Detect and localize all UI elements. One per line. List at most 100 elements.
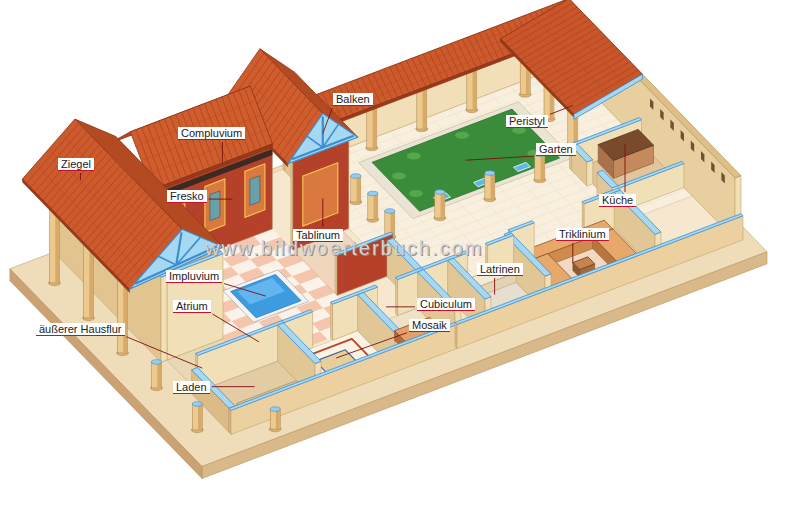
fresco-panel: [205, 179, 225, 233]
garden-bush: [392, 173, 406, 180]
leader-line: [494, 278, 495, 295]
roof-tile-row: [36, 164, 143, 274]
callout-box: Mosaik: [409, 315, 450, 333]
callout-box: äußerer Hausflur: [36, 319, 125, 337]
callout-box: Garten: [536, 139, 576, 157]
roof-tile-row: [535, 19, 608, 95]
column-shaft: [351, 176, 361, 202]
wall-window: [691, 141, 694, 153]
roof-beam: [307, 136, 323, 147]
wall-window: [670, 120, 673, 132]
outer-wall-face: [457, 216, 743, 349]
outer-wall-top: [229, 322, 457, 410]
watermark: www.bildwoerterbuch.com: [205, 238, 483, 258]
leader-line: [386, 306, 415, 307]
column-top: [152, 360, 162, 365]
column-shaft: [368, 194, 378, 220]
leader-line: [625, 144, 626, 192]
column-shade: [276, 409, 280, 429]
roof-eave: [22, 179, 129, 292]
callout-box: Impluvium: [166, 266, 222, 284]
callout-label: Latrinen: [477, 263, 523, 276]
callout-box: Küche: [599, 190, 636, 208]
wall-top: [597, 170, 618, 188]
pool-rim: [223, 270, 309, 322]
outer-wall-side: [455, 322, 457, 348]
leader-line: [466, 156, 534, 160]
wall-top: [196, 321, 284, 356]
roof-beam: [158, 256, 176, 265]
leader-line: [209, 199, 233, 200]
roof: [501, 0, 643, 114]
column-shaft: [435, 192, 445, 218]
roof-cut: [574, 74, 643, 119]
watermark-box: www.bildwoerterbuch.com: [205, 238, 483, 259]
column-top: [351, 174, 361, 179]
outer-wall-top: [455, 214, 743, 325]
callout-label: Laden: [173, 381, 210, 394]
pool-water: [231, 274, 302, 317]
roof-tile-row: [62, 134, 169, 244]
leader-line: [323, 108, 333, 134]
column-top: [485, 171, 495, 176]
wall-top: [358, 292, 401, 333]
fresco-picture: [250, 176, 260, 206]
wall-face: [587, 160, 593, 186]
callout-box: Latrinen: [477, 259, 523, 277]
callout-label: Peristyl: [506, 115, 548, 128]
pool-highlight: [237, 278, 285, 304]
garden-bush: [455, 132, 469, 139]
column-shaft: [485, 173, 495, 199]
wall-top: [508, 221, 534, 232]
callout-label: Küche: [599, 194, 636, 207]
fresco-panel: [303, 163, 338, 226]
callout-label: Balken: [333, 93, 373, 106]
callout-box: Atrium: [173, 296, 211, 314]
leader-line: [126, 337, 202, 368]
callout-label: äußerer Hausflur: [36, 323, 125, 336]
garden-basin: [514, 162, 531, 171]
callout-box: Fresko: [167, 186, 207, 204]
wall-window: [721, 172, 724, 184]
table-top: [573, 257, 595, 270]
wall-side: [335, 253, 337, 295]
garden-bush: [407, 153, 421, 160]
column-top: [435, 190, 445, 195]
wall-window: [660, 109, 663, 121]
column-shade: [157, 362, 161, 388]
column-shade: [541, 154, 545, 180]
leader-line: [212, 386, 255, 387]
column-shaft: [192, 404, 202, 430]
outer-wall-face: [231, 325, 457, 435]
roof-tile-row: [49, 149, 156, 259]
column-shaft: [152, 362, 162, 388]
column-shaft: [535, 154, 545, 180]
leader-line: [222, 142, 223, 162]
callout-label: Cubiculum: [417, 298, 475, 311]
leader-line: [336, 333, 407, 358]
fresco-panel: [245, 164, 265, 218]
wall-top: [612, 161, 684, 190]
outer-wall-face: [161, 275, 167, 362]
callout-label: Atrium: [173, 300, 211, 313]
roof-tile-row: [141, 115, 261, 161]
column-top: [368, 191, 378, 196]
garden-bush: [409, 190, 423, 197]
roof-eave: [501, 39, 574, 118]
callout-box: Cubiculum: [417, 294, 475, 312]
leader-line: [550, 106, 573, 115]
callout-box: Peristyl: [506, 111, 548, 129]
wall-top: [486, 233, 514, 245]
platform-front: [202, 252, 767, 479]
fresco-picture: [210, 191, 220, 221]
roof-beam: [176, 237, 200, 265]
wall-top: [278, 323, 321, 364]
callout-label: Impluvium: [166, 270, 222, 283]
column-shade: [374, 194, 378, 220]
wall-side: [331, 302, 333, 340]
callout-label: Compluvium: [178, 127, 245, 140]
leader-line: [80, 173, 81, 180]
callout-box: Compluvium: [178, 123, 245, 141]
